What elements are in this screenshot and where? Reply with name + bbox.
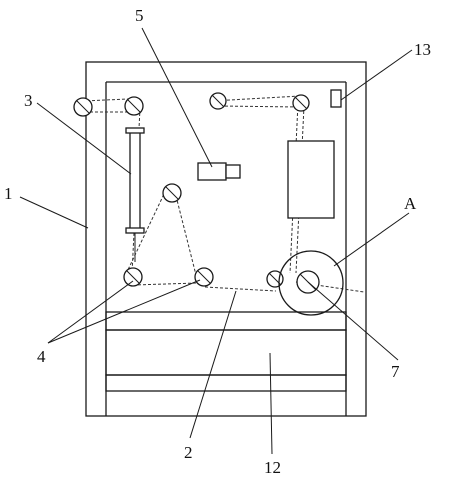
label-wind-roller: 7	[391, 362, 400, 381]
roller-lower-mid	[194, 267, 214, 287]
label-detail-a: A	[404, 194, 417, 213]
roller-upper-right-left	[209, 92, 227, 110]
roller-mid-top	[162, 183, 182, 203]
leader-lines	[19, 27, 413, 455]
label-base-box: 12	[264, 458, 281, 477]
sensor	[197, 162, 241, 181]
label-sensor: 5	[135, 6, 144, 25]
label-top-marker: 13	[414, 40, 431, 59]
label-frame: 1	[4, 184, 13, 203]
control-box	[287, 140, 335, 219]
label-belt: 2	[184, 443, 193, 462]
roller-upper-right	[292, 94, 310, 112]
roller-top-second	[124, 96, 144, 116]
roller-lower-left	[123, 267, 143, 287]
tension-arm	[125, 127, 145, 262]
label-tension-arm: 3	[24, 91, 33, 110]
roller-top-left	[73, 97, 93, 117]
label-guide-rollers: 4	[37, 347, 46, 366]
base-box	[105, 311, 347, 392]
machine-frame	[85, 61, 367, 417]
top-marker	[330, 89, 342, 108]
detail-circle-a	[278, 250, 344, 316]
